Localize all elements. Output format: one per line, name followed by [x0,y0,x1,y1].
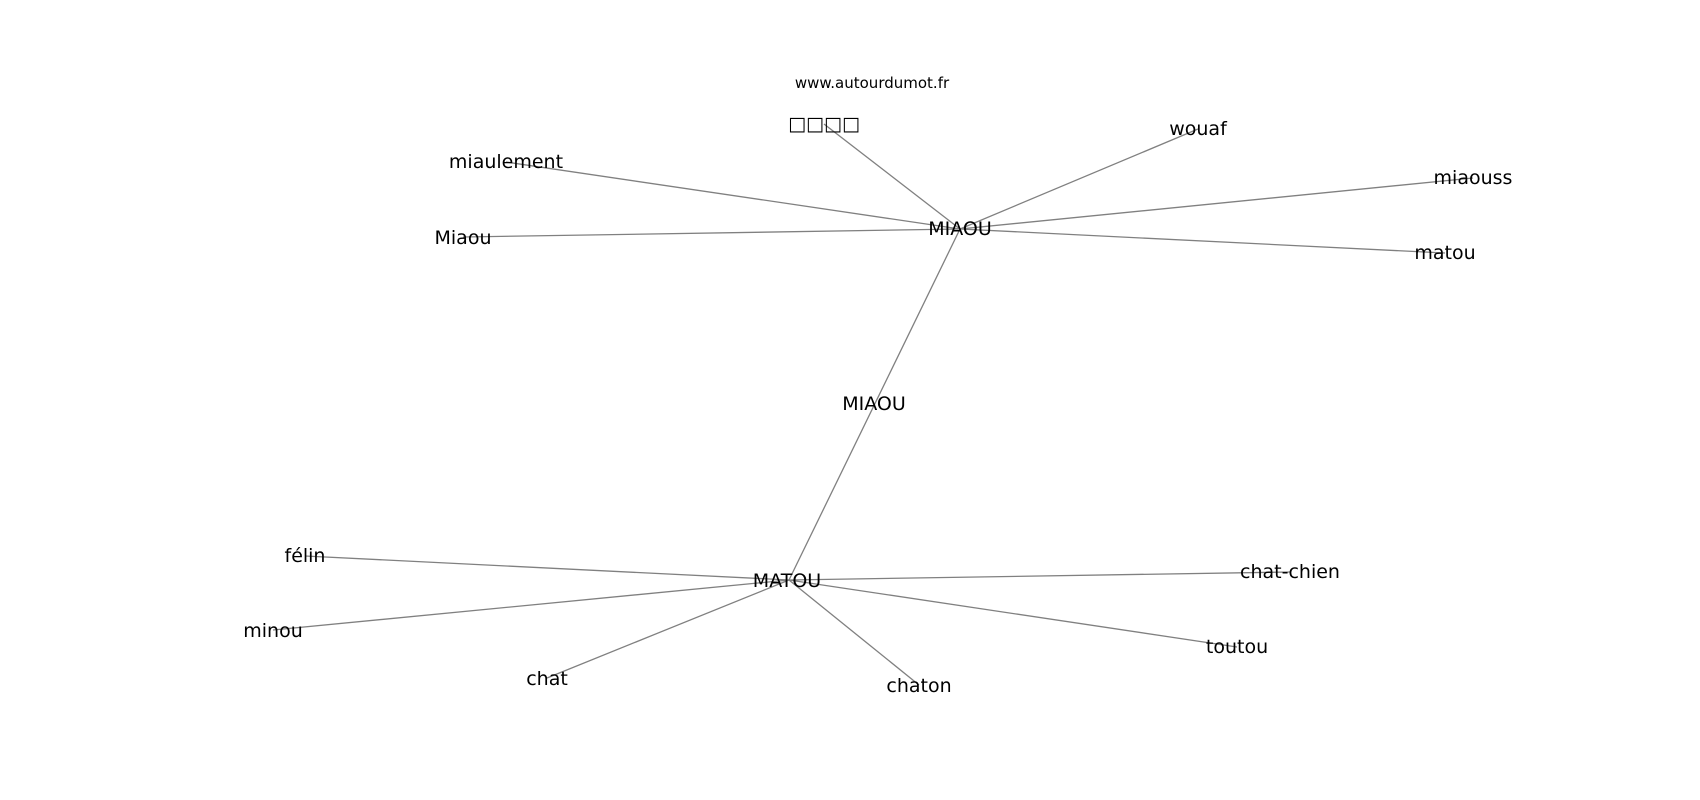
neighbor-node[interactable]: Miaou [435,227,492,249]
neighbor-node[interactable]: matou [1414,242,1475,264]
neighbor-node[interactable]: miaouss [1434,167,1513,189]
graph-edge [546,579,790,679]
bridge-label: MIAOU [842,393,906,415]
neighbor-node[interactable]: wouaf [1169,118,1228,140]
graph-edges [272,123,1474,686]
neighbor-node[interactable]: félin [285,545,326,567]
graph-edge [272,579,790,631]
graph-edge [959,177,1474,230]
neighbor-node[interactable]: chat [526,668,568,690]
hub-node-matou[interactable]: MATOU [753,570,821,592]
neighbor-node[interactable]: toutou [1206,636,1268,658]
hub-node-miaou[interactable]: MIAOU [928,218,992,240]
graph-edge [959,128,1199,230]
bridge-edge [788,228,961,581]
source-url: www.autourdumot.fr [795,74,950,92]
neighbor-node[interactable]: chaton [886,675,951,697]
neighbor-node[interactable]: chat-chien [1240,561,1340,583]
neighbor-node[interactable]: miaulement [449,151,563,173]
neighbor-node[interactable]: minou [243,620,303,642]
graph-edge [959,228,1446,254]
graph-edge [462,228,961,238]
graph-edge [505,161,961,230]
graph-edge [788,579,920,686]
graph-edge [788,579,1238,648]
neighbor-node[interactable]: □□□□ [788,113,860,135]
graph-edge [304,555,790,581]
graph-edge [823,123,961,230]
graph-edge [788,571,1291,581]
